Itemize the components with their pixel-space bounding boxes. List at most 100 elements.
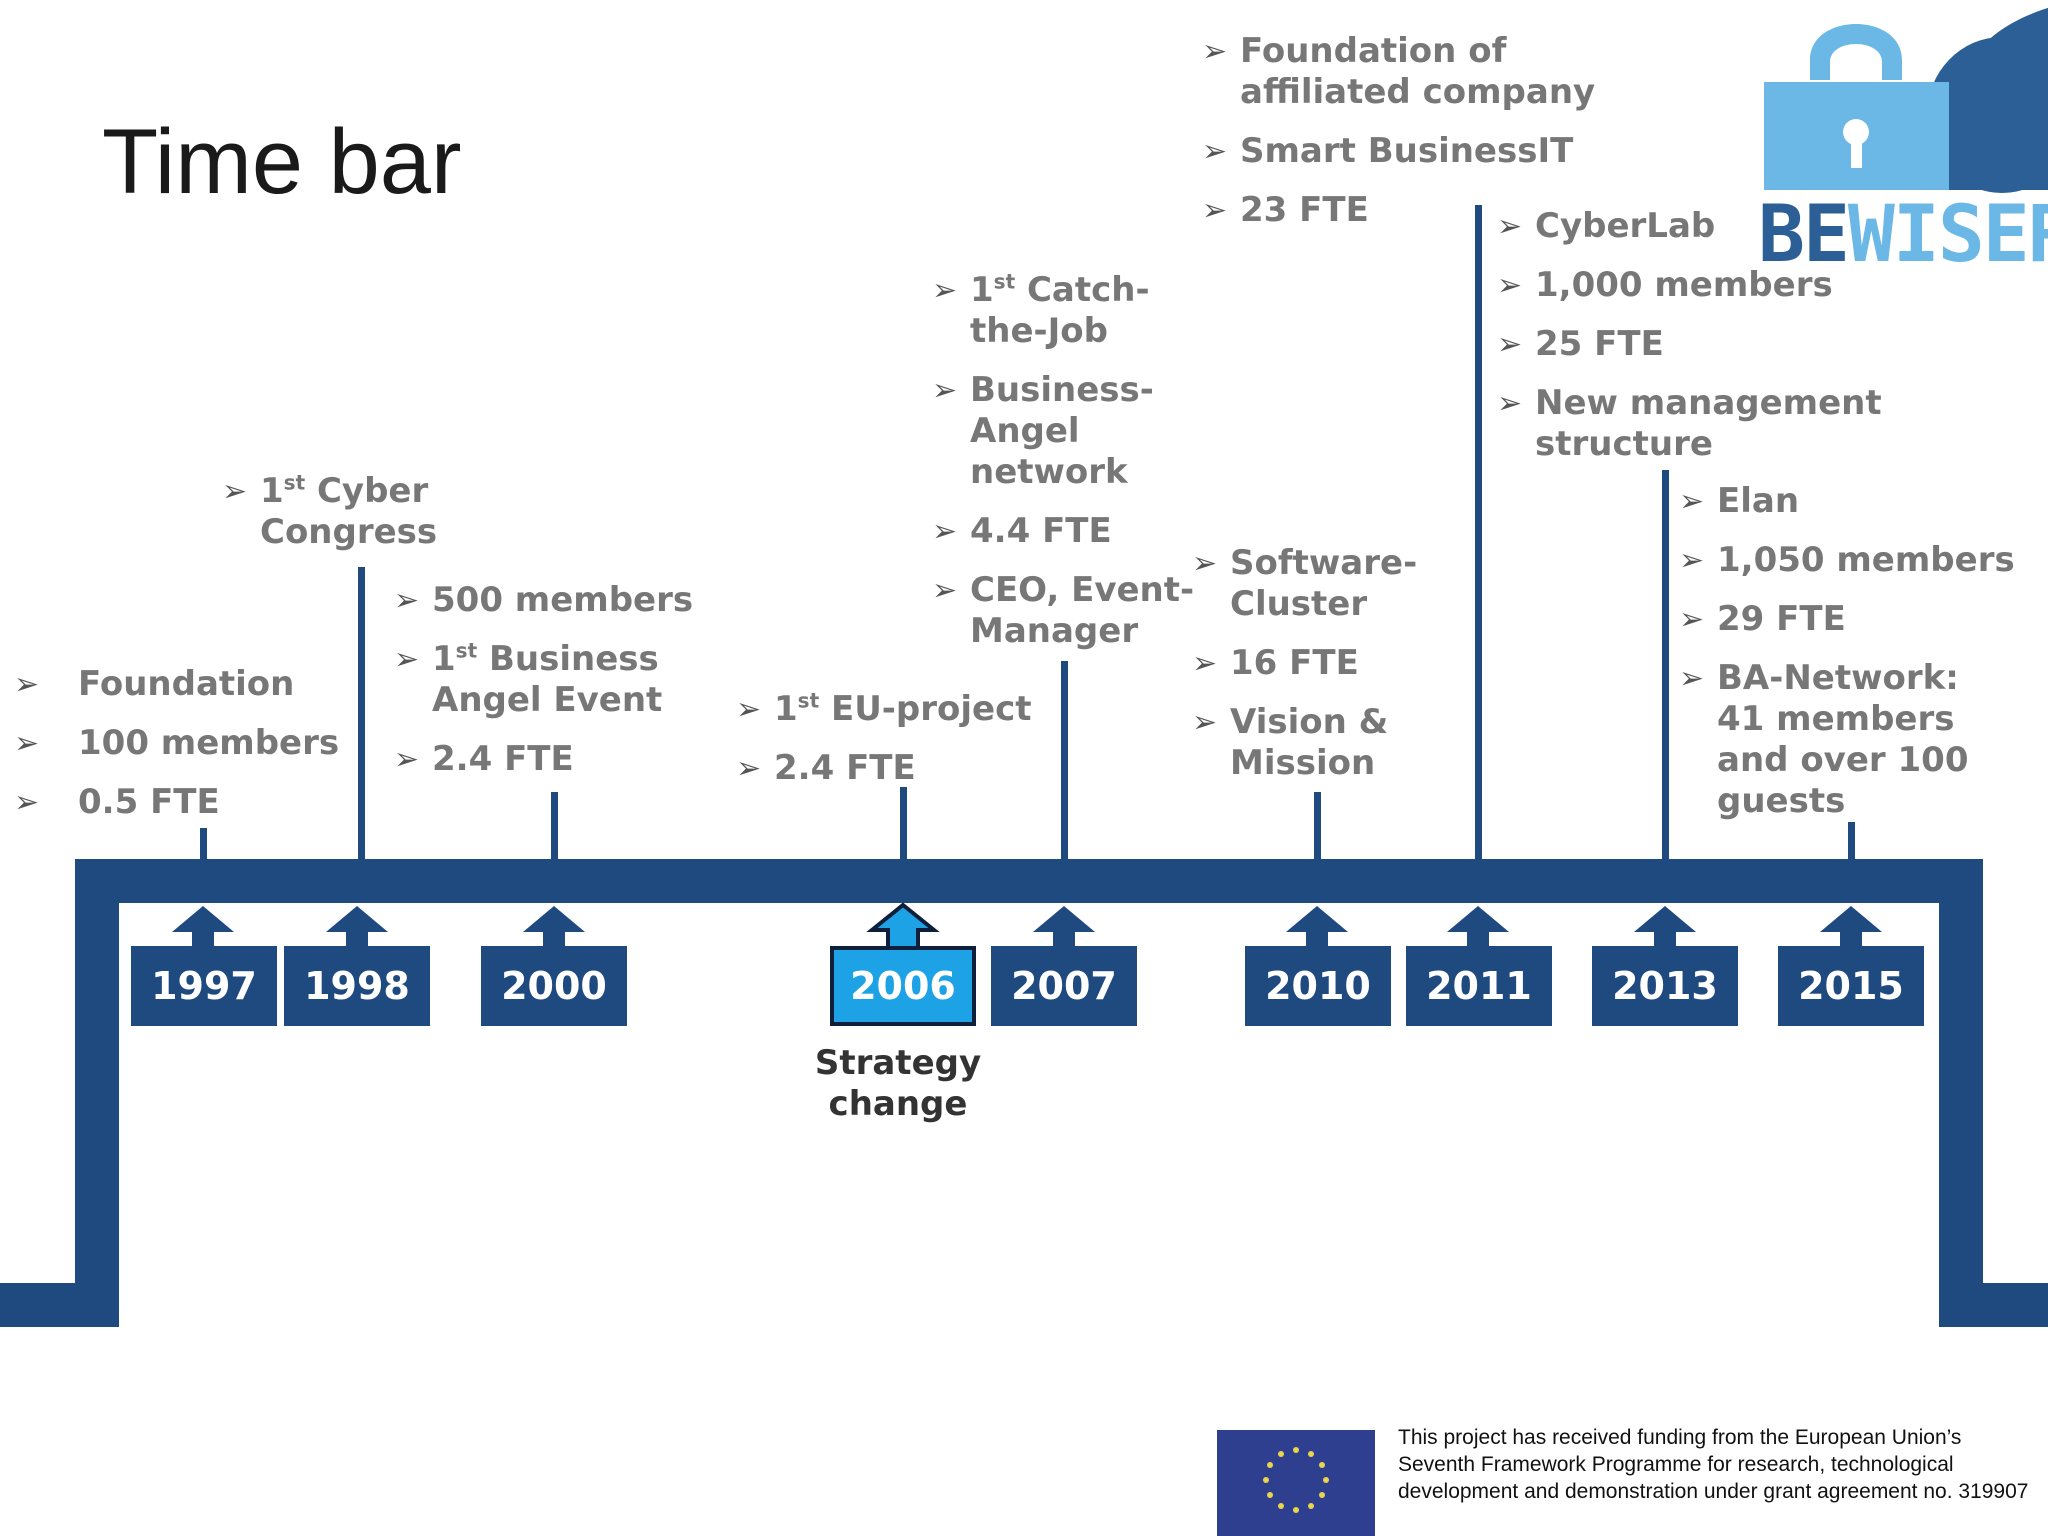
event-item: ➢4.4 FTE [932, 511, 1194, 552]
bullet-arrow-icon: ➢ [394, 642, 420, 677]
year-box-2015: 2015 [1778, 946, 1924, 1026]
arrow-up-icon [1286, 906, 1348, 932]
event-item: ➢1st EU-project [736, 689, 1032, 730]
event-text: Catch- [1015, 270, 1150, 310]
event-item: ➢1,000 members [1497, 265, 1882, 306]
timeline-bar [75, 859, 1983, 903]
event-text: Foundation [78, 664, 295, 704]
event-text: 500 members [432, 580, 694, 620]
event-text: 1 [970, 270, 994, 310]
arrow-shaft [192, 932, 214, 946]
event-item: ➢ Smart BusinessIT [1202, 131, 1595, 172]
year-box-2010: 2010 [1245, 946, 1391, 1026]
arrow-shaft [1654, 932, 1676, 946]
event-text: Mission [1230, 743, 1376, 783]
events-1997: ➢ Foundation ➢100 members ➢0.5 FTE [14, 664, 339, 841]
event-text: Manager [970, 611, 1139, 651]
arrow-shaft [1840, 932, 1862, 946]
events-2011: ➢CyberLab ➢1,000 members ➢25 FTE ➢New ma… [1497, 206, 1882, 483]
bullet-arrow-icon: ➢ [932, 373, 958, 408]
arrow-shaft [1053, 932, 1075, 946]
bullet-arrow-icon: ➢ [1497, 386, 1523, 421]
events-2013: ➢Elan ➢1,050 members ➢29 FTE ➢BA-Network… [1679, 481, 2015, 840]
stem-1998 [358, 567, 365, 860]
event-item: ➢CyberLab [1497, 206, 1882, 247]
stem-2015 [1848, 822, 1855, 860]
superscript: st [455, 638, 478, 663]
event-text: Business [477, 639, 659, 679]
logo-text-dark: BE [1758, 190, 1850, 280]
event-text: Elan [1717, 481, 1800, 521]
bullet-arrow-icon: ➢ [932, 273, 958, 308]
bullet-arrow-icon: ➢ [222, 474, 248, 509]
event-item: ➢0.5 FTE [14, 782, 339, 823]
bullet-arrow-icon: ➢ [1497, 268, 1523, 303]
event-item: ➢ Vision &Mission [1192, 702, 1417, 784]
bullet-arrow-icon: ➢ [1192, 705, 1218, 740]
arrow-up-icon [326, 906, 388, 932]
event-text: network [970, 452, 1128, 492]
event-text: 1 [260, 471, 284, 511]
stem-2000 [551, 792, 558, 860]
bullet-arrow-icon: ➢ [1202, 134, 1228, 169]
bullet-arrow-icon: ➢ [736, 692, 762, 727]
event-text: Business- [970, 370, 1154, 410]
event-text: EU-project [819, 689, 1032, 729]
arrow-up-icon [1033, 906, 1095, 932]
event-item: ➢2.4 FTE [736, 748, 1032, 789]
strategy-change-label: Strategy change [788, 1043, 1008, 1125]
event-text: 1 [432, 639, 456, 679]
bullet-arrow-icon: ➢ [736, 751, 762, 786]
event-item: ➢100 members [14, 723, 339, 764]
bullet-arrow-icon: ➢ [14, 726, 40, 761]
strategy-label-line: Strategy [814, 1043, 982, 1083]
event-item: ➢CEO, Event-Manager [932, 570, 1194, 652]
event-item: ➢25 FTE [1497, 324, 1882, 365]
event-text: the-Job [970, 311, 1108, 351]
event-text: Smart BusinessIT [1240, 131, 1574, 171]
event-text: 1 [774, 689, 798, 729]
event-item: ➢500 members [394, 580, 693, 621]
bullet-arrow-icon: ➢ [1679, 661, 1705, 696]
event-item: ➢Software-Cluster [1192, 543, 1417, 625]
arrow-up-icon [1634, 906, 1696, 932]
timeline-left-leg [75, 859, 119, 1327]
event-item: ➢ Foundation [14, 664, 339, 705]
stem-2013 [1662, 470, 1669, 860]
arrow-shaft [346, 932, 368, 946]
event-text: Angel [970, 411, 1080, 451]
stem-1997 [200, 828, 207, 860]
stem-2007 [1061, 661, 1068, 860]
arrow-up-icon [1447, 906, 1509, 932]
bullet-arrow-icon: ➢ [14, 667, 40, 702]
eu-flag-icon [1217, 1430, 1375, 1536]
stem-2011 [1475, 205, 1482, 860]
event-text: Software- [1230, 543, 1418, 583]
bullet-arrow-icon: ➢ [1192, 646, 1218, 681]
timeline-right-foot [1939, 1283, 2048, 1327]
year-box-2007: 2007 [991, 946, 1137, 1026]
funding-disclaimer: This project has received funding from t… [1398, 1426, 2029, 1503]
bullet-arrow-icon: ➢ [1497, 209, 1523, 244]
event-text: guests [1717, 781, 1846, 821]
event-text: 16 FTE [1230, 643, 1359, 683]
arrow-up-icon [172, 906, 234, 932]
event-text: Cluster [1230, 584, 1368, 624]
cloud-lock-icon [1764, 7, 2048, 193]
events-2010: ➢Software-Cluster ➢ 16 FTE ➢ Vision &Missi… [1192, 543, 1417, 802]
event-item: ➢23 FTE [1202, 190, 1595, 231]
event-text: Congress [260, 512, 438, 552]
bullet-arrow-icon: ➢ [932, 514, 958, 549]
year-box-2000: 2000 [481, 946, 627, 1026]
event-text: Vision & [1230, 702, 1389, 742]
superscript: st [283, 470, 306, 495]
